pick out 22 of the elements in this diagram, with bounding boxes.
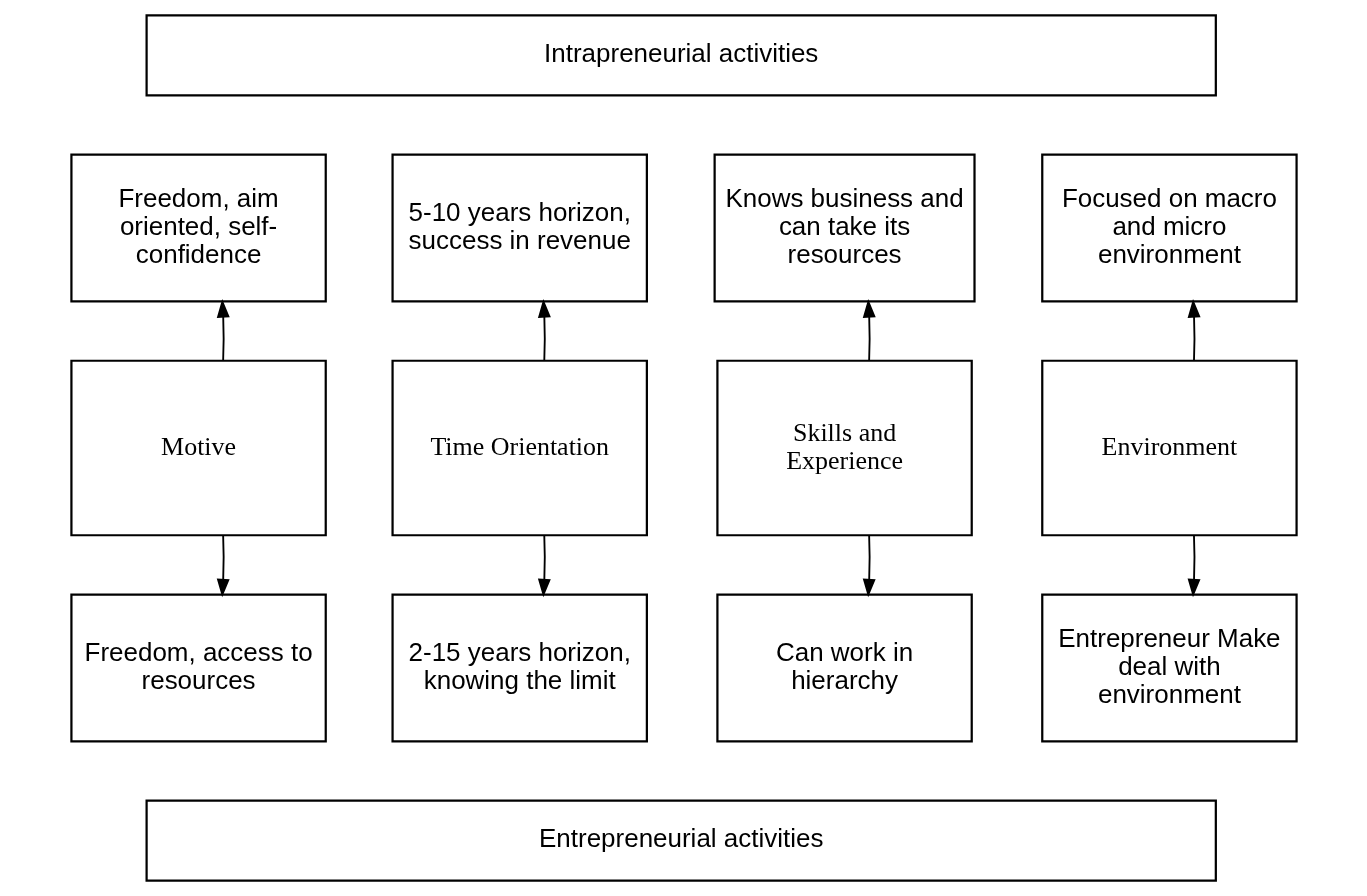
arrow: [537, 534, 551, 598]
node-box: Environment: [1040, 359, 1298, 537]
arrow: [862, 534, 876, 598]
node-box: Entrepreneur Make deal with environment: [1040, 593, 1298, 743]
node-box: Focused on macro and micro environment: [1040, 153, 1298, 303]
node-box: 5-10 years horizon, success in revenue: [390, 153, 648, 303]
arrow: [1187, 534, 1201, 598]
node-box: Intrapreneurial activities: [145, 14, 1217, 97]
node-box: Can work in hierarchy: [715, 593, 973, 743]
arrow: [1187, 299, 1201, 362]
node-box: Entrepreneurial activities: [145, 799, 1217, 882]
arrow: [537, 299, 551, 362]
arrow: [216, 299, 230, 362]
node-box: Freedom, aim oriented, self-confidence: [69, 153, 327, 303]
node-box: Skills and Experience: [715, 359, 973, 537]
node-box: Knows business and can take its resources: [713, 153, 976, 303]
arrow: [216, 534, 230, 598]
node-box: 2-15 years horizon, knowing the limit: [390, 593, 648, 743]
node-box: Motive: [69, 359, 327, 537]
node-box: Freedom, access to resources: [69, 593, 327, 743]
node-box: Time Orientation: [390, 359, 648, 537]
arrow: [862, 299, 876, 362]
